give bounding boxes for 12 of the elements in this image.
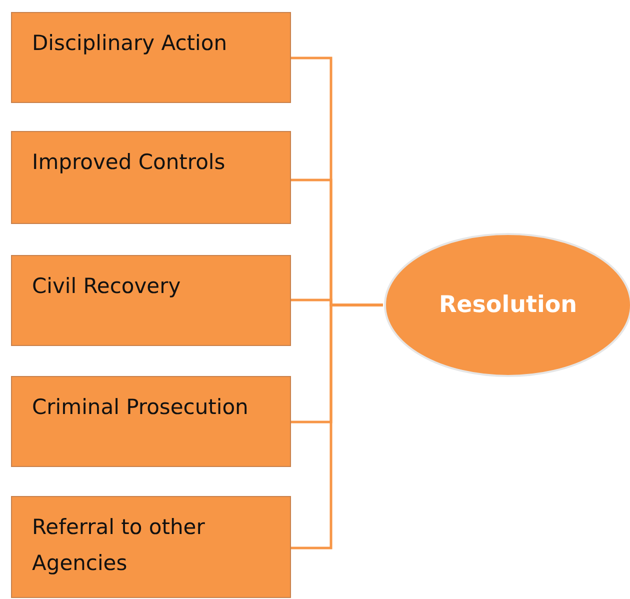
node-label: Improved Controls (32, 150, 226, 174)
process-box (11, 131, 291, 224)
node-label: Civil Recovery (32, 274, 181, 298)
process-box (11, 496, 291, 598)
process-box (11, 255, 291, 346)
process-box (11, 376, 291, 467)
process-box (11, 12, 291, 103)
node-label: Referral to other Agencies (32, 515, 205, 575)
node-label: Criminal Prosecution (32, 395, 248, 419)
node-label: Resolution (438, 292, 578, 318)
node-label: Disciplinary Action (32, 31, 228, 55)
connector-line (291, 304, 383, 550)
